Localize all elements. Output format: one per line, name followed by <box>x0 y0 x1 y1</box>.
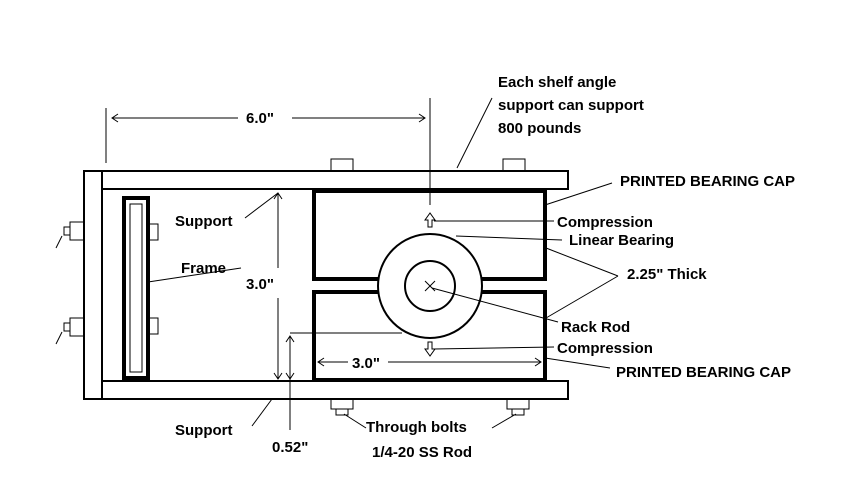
leader-support-top <box>244 192 279 219</box>
vertical-plate <box>83 170 103 400</box>
note-line-3: 800 pounds <box>498 120 581 137</box>
leader-compression-bottom <box>433 346 555 350</box>
compression-arrow-up <box>424 212 436 228</box>
left-bolt-top-tail <box>55 235 63 249</box>
through-bolts-label: Through bolts <box>366 419 467 436</box>
leader-bolt-left <box>343 413 367 429</box>
linear-bearing-label: Linear Bearing <box>569 232 674 249</box>
leader-printed-cap-top <box>544 182 613 206</box>
left-bolt-bottom-nut <box>69 317 85 337</box>
dimensions <box>105 98 542 430</box>
width-dim-arrow-left <box>111 113 119 123</box>
frame-member <box>122 196 159 380</box>
bottom-bolts <box>330 398 530 416</box>
note-line-1: Each shelf angle <box>498 74 616 91</box>
left-bolt-bottom-tail <box>55 331 63 345</box>
top-shelf-angle <box>101 170 569 190</box>
bottom-bolt-right-tip <box>511 408 525 416</box>
top-bolt-right <box>502 158 526 172</box>
gap-dim-label: 0.52" <box>272 439 308 456</box>
linear-bearing-assembly <box>377 233 483 339</box>
printed-cap-top-label: PRINTED BEARING CAP <box>620 173 795 190</box>
thickness-label: 2.25" Thick <box>627 266 707 283</box>
leader-bolt-right <box>491 413 517 429</box>
bottom-bolt-left <box>330 398 354 410</box>
inner-width-dim-arrow-right <box>534 357 542 367</box>
leader-note <box>456 97 493 169</box>
width-dim-arrow-right <box>418 113 426 123</box>
compression-arrow-down <box>424 341 436 357</box>
frame-clip-bottom <box>147 317 159 335</box>
inner-width-dim-arrow-left <box>317 357 325 367</box>
bottom-bolt-left-tip <box>335 408 349 416</box>
frame-clip-top <box>147 223 159 241</box>
leader-thickness-top <box>545 247 619 277</box>
support-bottom-label: Support <box>175 422 233 439</box>
rack-rod-label: Rack Rod <box>561 319 630 336</box>
leader-thickness-bottom <box>545 275 619 319</box>
leader-support-bottom <box>251 398 273 427</box>
top-bolt-left <box>330 158 354 172</box>
leader-linear-bearing <box>455 235 563 241</box>
height-dim-arrow-bottom <box>273 372 283 380</box>
frame-label: Frame <box>181 260 226 277</box>
rod-center-mark-b <box>424 280 436 292</box>
leader-frame <box>147 267 242 283</box>
note-line-2: support can support <box>498 97 644 114</box>
labels: Each shelf angle support can support 800… <box>175 74 795 461</box>
inner-width-dim-label: 3.0" <box>352 355 380 372</box>
rod-spec-label: 1/4-20 SS Rod <box>372 444 472 461</box>
compression-top-label: Compression <box>557 214 653 231</box>
left-bolts <box>55 221 85 345</box>
compression-bottom-label: Compression <box>557 340 653 357</box>
left-bolt-bottom-head <box>63 322 71 332</box>
leader-rack-rod <box>431 287 559 323</box>
left-bolt-top-nut <box>69 221 85 241</box>
frame-member-inner <box>129 203 143 373</box>
gap-dim-arrow-top <box>285 335 295 343</box>
frame-structure <box>83 170 569 400</box>
left-bolt-top-head <box>63 226 71 236</box>
frame-member-body <box>122 196 150 380</box>
leader-printed-cap-bottom <box>544 357 611 369</box>
gap-dim-arrow-bottom <box>285 372 295 380</box>
leader-lines <box>147 97 619 429</box>
top-bolts <box>330 158 526 172</box>
bottom-shelf-angle <box>101 380 569 400</box>
width-dim-label: 6.0" <box>246 110 274 127</box>
support-top-label: Support <box>175 213 233 230</box>
bottom-bolt-right <box>506 398 530 410</box>
height-dim-label: 3.0" <box>246 276 274 293</box>
printed-cap-bottom-label: PRINTED BEARING CAP <box>616 364 791 381</box>
